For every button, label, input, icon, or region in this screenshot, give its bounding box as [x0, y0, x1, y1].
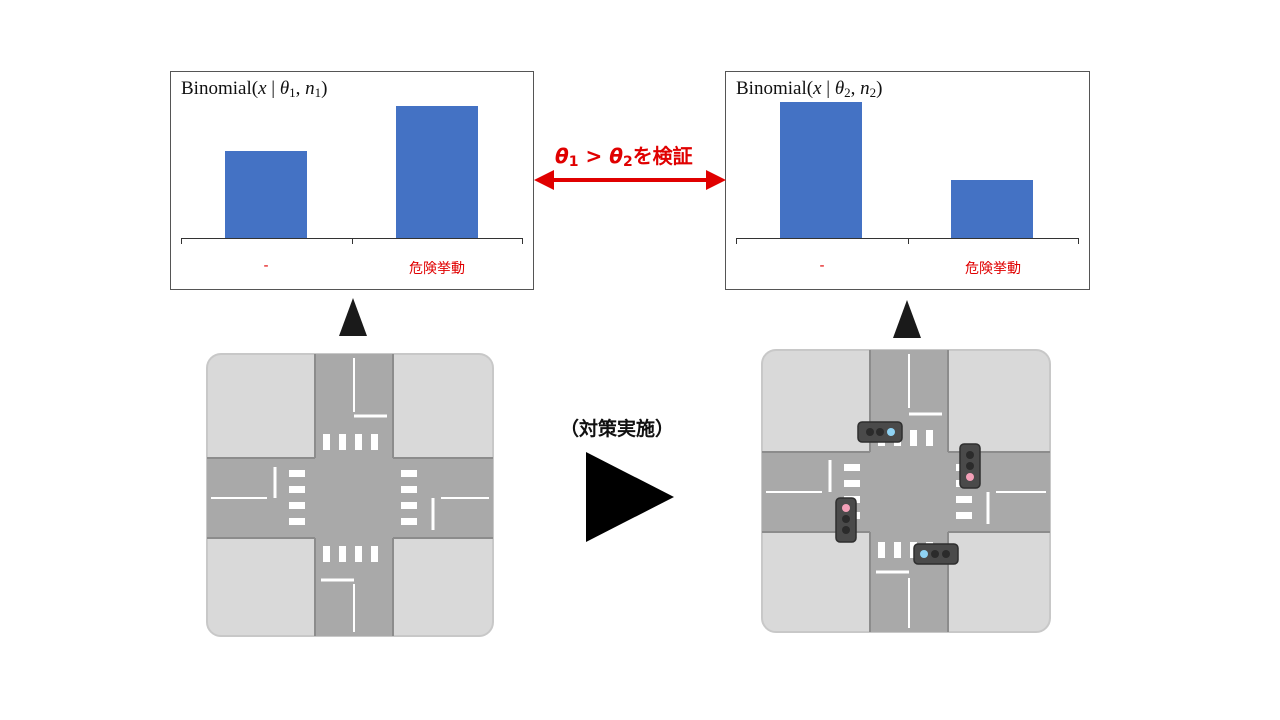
intersection-before-illustration: [206, 353, 494, 637]
intersection-after-illustration: [761, 349, 1051, 633]
traffic-light-icon: [913, 543, 959, 565]
right-axis-tick: [1078, 238, 1079, 244]
right-axis-tick: [736, 238, 737, 244]
left-panel-title: Binomial(x | θ1, n1): [181, 78, 328, 100]
left-axis-tick: [522, 238, 523, 244]
left-axis-tick: [352, 238, 353, 244]
right-bar-danger: [951, 179, 1033, 238]
left-bar-none: [225, 150, 307, 238]
countermeasure-label: （対策実施）: [560, 418, 675, 440]
compare-label: θ1 > θ2を検証: [555, 144, 693, 170]
traffic-light-icon: [857, 421, 903, 443]
right-triangle-icon: [586, 452, 674, 542]
right-panel-title: Binomial(x | θ2, n2): [736, 78, 883, 100]
right-category-label-none: -: [819, 258, 825, 274]
right-chart-panel: Binomial(x | θ2, n2) - 危険挙動: [725, 71, 1090, 290]
left-category-label-none: -: [263, 258, 269, 274]
traffic-light-icon: [959, 443, 981, 489]
right-bar-none: [780, 102, 862, 238]
left-axis-tick: [181, 238, 182, 244]
up-triangle-icon: [893, 300, 921, 338]
right-axis-tick: [908, 238, 909, 244]
right-axis-baseline: [736, 238, 1079, 239]
left-bar-danger: [396, 106, 478, 238]
up-triangle-icon: [339, 298, 367, 336]
right-category-label-danger: 危険挙動: [965, 261, 1021, 277]
left-chart-panel: Binomial(x | θ1, n1) - 危険挙動: [170, 71, 534, 290]
left-category-label-danger: 危険挙動: [409, 261, 465, 277]
double-arrow-icon: [534, 170, 726, 190]
traffic-light-icon: [835, 497, 857, 543]
